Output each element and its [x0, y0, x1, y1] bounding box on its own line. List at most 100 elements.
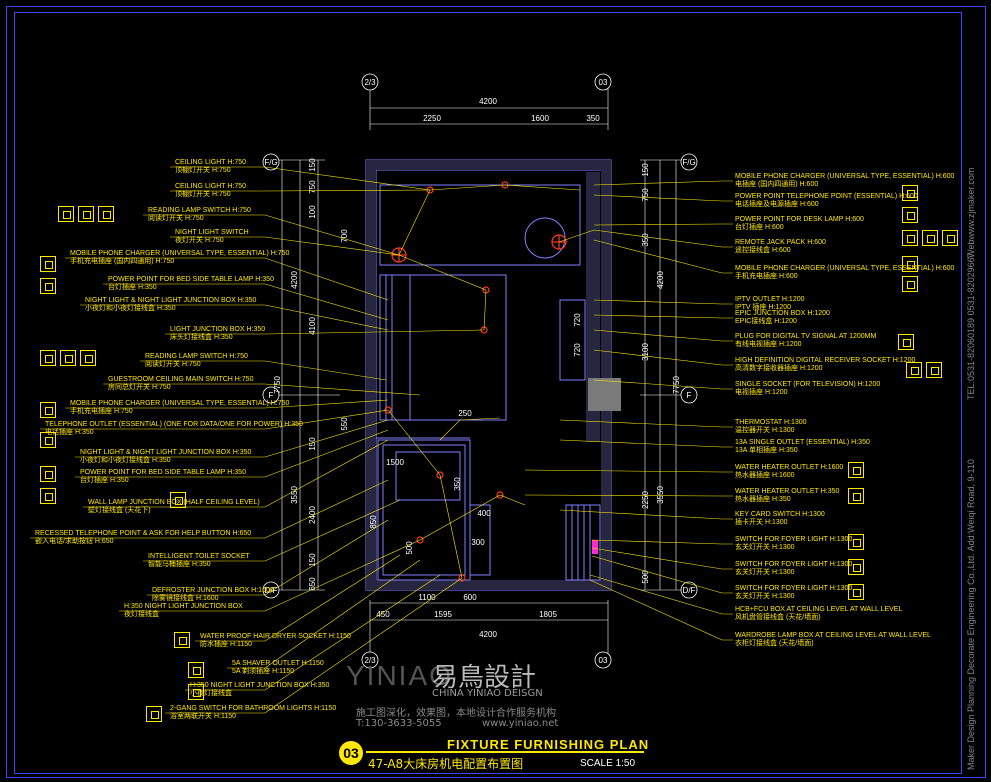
callout-text-en: PLUG FOR DIGITAL TV SIGNAL AT 1200MM	[735, 333, 877, 340]
symbol-glyph	[45, 261, 53, 269]
symbol-glyph	[45, 437, 53, 445]
symbol-glyph	[903, 339, 911, 347]
dim-right-outer: 4200	[656, 271, 665, 289]
callout-text-en: GUESTROOM CEILING MAIN SWITCH H:750	[108, 376, 254, 383]
callout-text-en: MOBILE PHONE CHARGER (UNIVERSAL TYPE, ES…	[735, 173, 955, 180]
dim-right-inner: 720	[573, 313, 582, 327]
symbol-glyph	[83, 211, 91, 219]
callout-text-cn: 手机充电插座 H:600	[735, 273, 798, 280]
leader-line-right	[524, 469, 733, 473]
dim-left-inner: 4100	[308, 317, 317, 335]
symbol-glyph	[175, 497, 183, 505]
dim-left-inner: 100	[308, 205, 317, 219]
dim-left-outer: 3550	[290, 486, 299, 504]
callout-text-en: THERMOSTAT H:1300	[735, 419, 807, 426]
callout-text-en: MOBILE PHONE CHARGER (UNIVERSAL TYPE, ES…	[70, 400, 290, 407]
symbol-box	[942, 230, 958, 246]
dim-right-inner: 500	[641, 570, 650, 584]
callout-text-en: READING LAMP SWITCH H:750	[148, 207, 251, 214]
leader-line-right	[593, 349, 733, 366]
symbol-box	[40, 256, 56, 272]
hvac-unit	[588, 378, 621, 411]
callout-text-en: IPTV OUTLET H:1200	[735, 296, 805, 303]
symbol-glyph	[907, 261, 915, 269]
drawing-border-inner	[14, 12, 962, 774]
leader-line-right	[559, 509, 733, 520]
callout-text-cn: 阅读灯开关 H:750	[148, 215, 204, 222]
callout-text-cn: EPIC接线盒 H:1200	[735, 318, 797, 325]
leader-line-right	[589, 579, 733, 641]
dim-left-inner: 550	[340, 417, 349, 431]
callout-left: RECESSED TELEPHONE POINT & ASK FOR HELP …	[35, 530, 251, 546]
symbol-glyph	[853, 467, 861, 475]
axis-top-left: 2/3	[364, 78, 376, 87]
symbol-glyph	[947, 235, 955, 243]
dim-bottom-part: 1595	[434, 610, 452, 619]
drawing-title-cn: 47-A8大床房机电配置布置图	[368, 757, 524, 771]
callout-text-en: RECESSED TELEPHONE POINT & ASK FOR HELP …	[35, 530, 252, 537]
callout-text-cn: 除雾镜接线盒 H:1600	[152, 595, 219, 602]
leader-line-right	[591, 555, 733, 594]
callout-text-cn: 台灯插座 H:350	[80, 477, 129, 484]
callout-text-en: 2-GANG SWITCH FOR BATHROOM LIGHTS H:1150	[170, 705, 337, 712]
sheet-number: 03	[339, 741, 363, 765]
symbol-box	[848, 559, 864, 575]
dim-top-total: 4200	[479, 97, 497, 106]
callout-left: NIGHT LIGHT & NIGHT LIGHT JUNCTION BOX H…	[80, 449, 251, 465]
wall-outline	[365, 159, 612, 591]
dim-right-inner: 720	[573, 343, 582, 357]
symbol-box	[40, 278, 56, 294]
symbol-box	[848, 534, 864, 550]
callout-text-cn: 衣柜灯接线盒 (天花/墙面)	[735, 640, 814, 647]
symbol-glyph	[45, 493, 53, 501]
leader-line-left	[30, 479, 389, 539]
callout-text-cn: 壁灯接线盒 (天花下)	[88, 507, 151, 514]
callout-text-cn: 电视插座 H:1200	[735, 389, 788, 396]
symbol-box	[60, 350, 76, 366]
symbol-glyph	[179, 637, 187, 645]
callout-text-en: TELEPHONE OUTLET (ESSENTIAL) (ONE FOR DA…	[45, 421, 303, 428]
callout-text-cn: 嵌入电话/求助按钮 H:650	[35, 538, 114, 545]
symbol-box	[902, 185, 918, 201]
leader-line-left	[170, 189, 431, 192]
watermark-en: CHINA YINIAO DEISGN	[432, 688, 543, 699]
symbol-glyph	[45, 407, 53, 415]
symbol-box	[188, 662, 204, 678]
dim-bottom-total: 4200	[479, 630, 497, 639]
callout-text-cn: 台灯插座 H:350	[108, 284, 157, 291]
callout-text-en: MOBILE PHONE CHARGER (UNIVERSAL TYPE, ES…	[70, 250, 290, 257]
leader-line-right	[593, 239, 733, 274]
callout-text-cn: 玄关灯开关 H:1300	[735, 544, 795, 551]
symbol-box	[188, 684, 204, 700]
symbol-box	[902, 256, 918, 272]
symbol-glyph	[907, 212, 915, 220]
symbol-glyph	[907, 281, 915, 289]
callout-right: MOBILE PHONE CHARGER (UNIVERSAL TYPE, ES…	[735, 265, 954, 281]
title-underline	[366, 751, 644, 753]
callout-left: TELEPHONE OUTLET (ESSENTIAL) (ONE FOR DA…	[45, 421, 303, 437]
watermark-tel: T:130-3633-5055	[356, 718, 442, 729]
axis-top-right: 03	[599, 78, 608, 87]
symbol-box	[922, 230, 938, 246]
dim-interior: 850	[369, 515, 378, 529]
callout-text-cn: 顶棚灯开关 H:750	[175, 191, 231, 198]
leader-line-left	[103, 383, 421, 396]
symbol-box	[174, 632, 190, 648]
wall-hatch	[366, 160, 611, 590]
symbol-glyph	[927, 235, 935, 243]
symbol-box	[40, 402, 56, 418]
callout-text-en: H:350 NIGHT LIGHT JUNCTION BOX H:350	[190, 682, 330, 689]
dim-right-inner: 2250	[641, 491, 650, 509]
symbol-box	[40, 350, 56, 366]
dim-right-outer: 3550	[656, 486, 665, 504]
symbol-box	[848, 488, 864, 504]
callout-left: POWER POINT FOR BED SIDE TABLE LAMP H:35…	[108, 276, 274, 292]
